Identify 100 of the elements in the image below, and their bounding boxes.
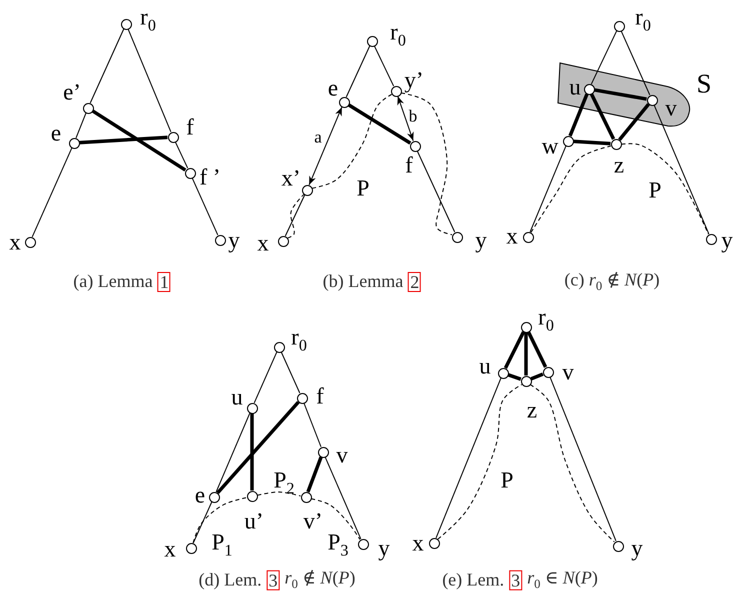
subfigure-caption: r$_{0}$ ∉ N(P): [284, 568, 356, 592]
subfigure-caption: (c) r$_{0}$ ∉ N(P): [564, 270, 660, 294]
edge-line: [374, 45, 394, 87]
vertex-circle: [614, 20, 624, 32]
vertex-label: e: [328, 76, 338, 100]
vertex-circle: [246, 402, 258, 414]
vertex-circle: [296, 392, 308, 404]
vertex-circle: [452, 232, 462, 242]
reference-link: 1: [158, 272, 171, 292]
vertex-circle: [302, 184, 312, 196]
thick-edge: [618, 103, 650, 141]
vertex-label: v: [665, 96, 677, 120]
vertex-circle: [410, 140, 420, 152]
vertex-circle: [610, 138, 622, 150]
vertex-circle: [498, 368, 508, 378]
vertex-label: e: [50, 122, 62, 144]
thick-edge: [590, 93, 616, 140]
vertex-circle: [214, 234, 226, 246]
vertex-label: y: [378, 536, 390, 560]
dashed-path: [530, 146, 612, 233]
path-label: P: [500, 468, 514, 492]
edge-line: [216, 412, 250, 492]
subfigure-caption: (a) Lemma: [73, 272, 153, 292]
edge-line: [90, 28, 124, 104]
vertex-label: f: [405, 154, 413, 176]
edge-line: [128, 28, 172, 132]
vertex-label: e: [194, 484, 206, 506]
thick-edge: [216, 400, 300, 494]
edge-line: [590, 30, 618, 85]
thick-edge: [348, 103, 412, 145]
thick-edge: [568, 93, 589, 137]
edge-line: [192, 178, 218, 236]
thick-edge: [92, 109, 186, 172]
edge-line: [254, 352, 278, 404]
vertex-label: u: [479, 354, 491, 378]
vertex-circle: [186, 542, 196, 554]
thick-edge: [250, 414, 254, 490]
thick-edge: [306, 456, 323, 492]
vertex-circle: [24, 236, 36, 248]
vertex-label: r$_{0}$: [140, 6, 156, 34]
edge-line: [174, 141, 188, 169]
vertex-circle: [208, 492, 220, 502]
region-label: S: [696, 70, 712, 98]
dashed-path: [192, 497, 248, 544]
path-label: P$_{2}$: [274, 468, 294, 498]
edge-line: [346, 46, 370, 98]
edge-line: [654, 104, 710, 234]
vertex-circle: [612, 540, 624, 552]
vertex-label: e’: [63, 80, 81, 104]
vertex-label: r$_{0}$: [390, 20, 406, 50]
edge-line: [416, 150, 456, 232]
dashed-path: [400, 92, 452, 236]
path-label: P$_{3}$: [328, 530, 348, 560]
vertex-circle: [520, 376, 532, 386]
subfigure-caption: (e) Lem.: [442, 570, 504, 590]
vertex-label: x: [506, 224, 518, 248]
vertex-circle: [390, 86, 402, 96]
vertex-label: y: [475, 228, 487, 252]
thick-edge: [573, 140, 611, 146]
vertex-label: u’: [244, 510, 264, 532]
edge-line: [76, 112, 86, 138]
subfigure-caption: (d) Lem.: [198, 570, 262, 590]
subfigure-caption: r$_{0}$ ∈ N(P): [527, 568, 598, 592]
vertex-label: u: [231, 386, 243, 408]
edge-line: [32, 148, 72, 238]
vertex-circle: [358, 538, 368, 550]
vertex-circle: [68, 138, 80, 148]
vertex-label: r$_{0}$: [291, 326, 307, 354]
vertex-circle: [184, 168, 196, 178]
dashed-path: [310, 498, 360, 540]
vertex-label: v: [336, 444, 348, 466]
dashed-path: [256, 492, 302, 496]
reference-link: 2: [408, 272, 422, 292]
reference-link: 3: [266, 570, 280, 590]
vertex-circle: [168, 132, 178, 142]
vertex-label: v: [562, 360, 574, 384]
edge-line: [436, 378, 502, 538]
vertex-label: f ’: [199, 166, 221, 188]
vertex-circle: [366, 36, 378, 46]
vertex-circle: [520, 322, 532, 332]
vertex-label: r$_{0}$: [635, 6, 651, 34]
vertex-circle: [82, 102, 94, 114]
vertex-label: z: [526, 398, 538, 422]
thick-edge: [504, 331, 526, 369]
vertex-label: x: [164, 538, 176, 560]
thick-edge: [530, 372, 544, 381]
thick-edge: [594, 88, 647, 101]
edge-line: [192, 502, 212, 544]
vertex-circle: [338, 96, 350, 108]
vertex-label: y: [228, 228, 240, 252]
vertex-circle: [246, 490, 258, 502]
vertex-label: f: [186, 116, 194, 138]
dashed-path: [530, 384, 615, 542]
vertex-label: x’: [281, 166, 301, 190]
dashed-path: [312, 94, 392, 189]
vertex-circle: [274, 342, 284, 352]
vertex-circle: [120, 18, 132, 30]
vertex-label: w: [542, 134, 558, 158]
vertex-circle: [278, 236, 288, 246]
dashed-path: [621, 143, 709, 235]
